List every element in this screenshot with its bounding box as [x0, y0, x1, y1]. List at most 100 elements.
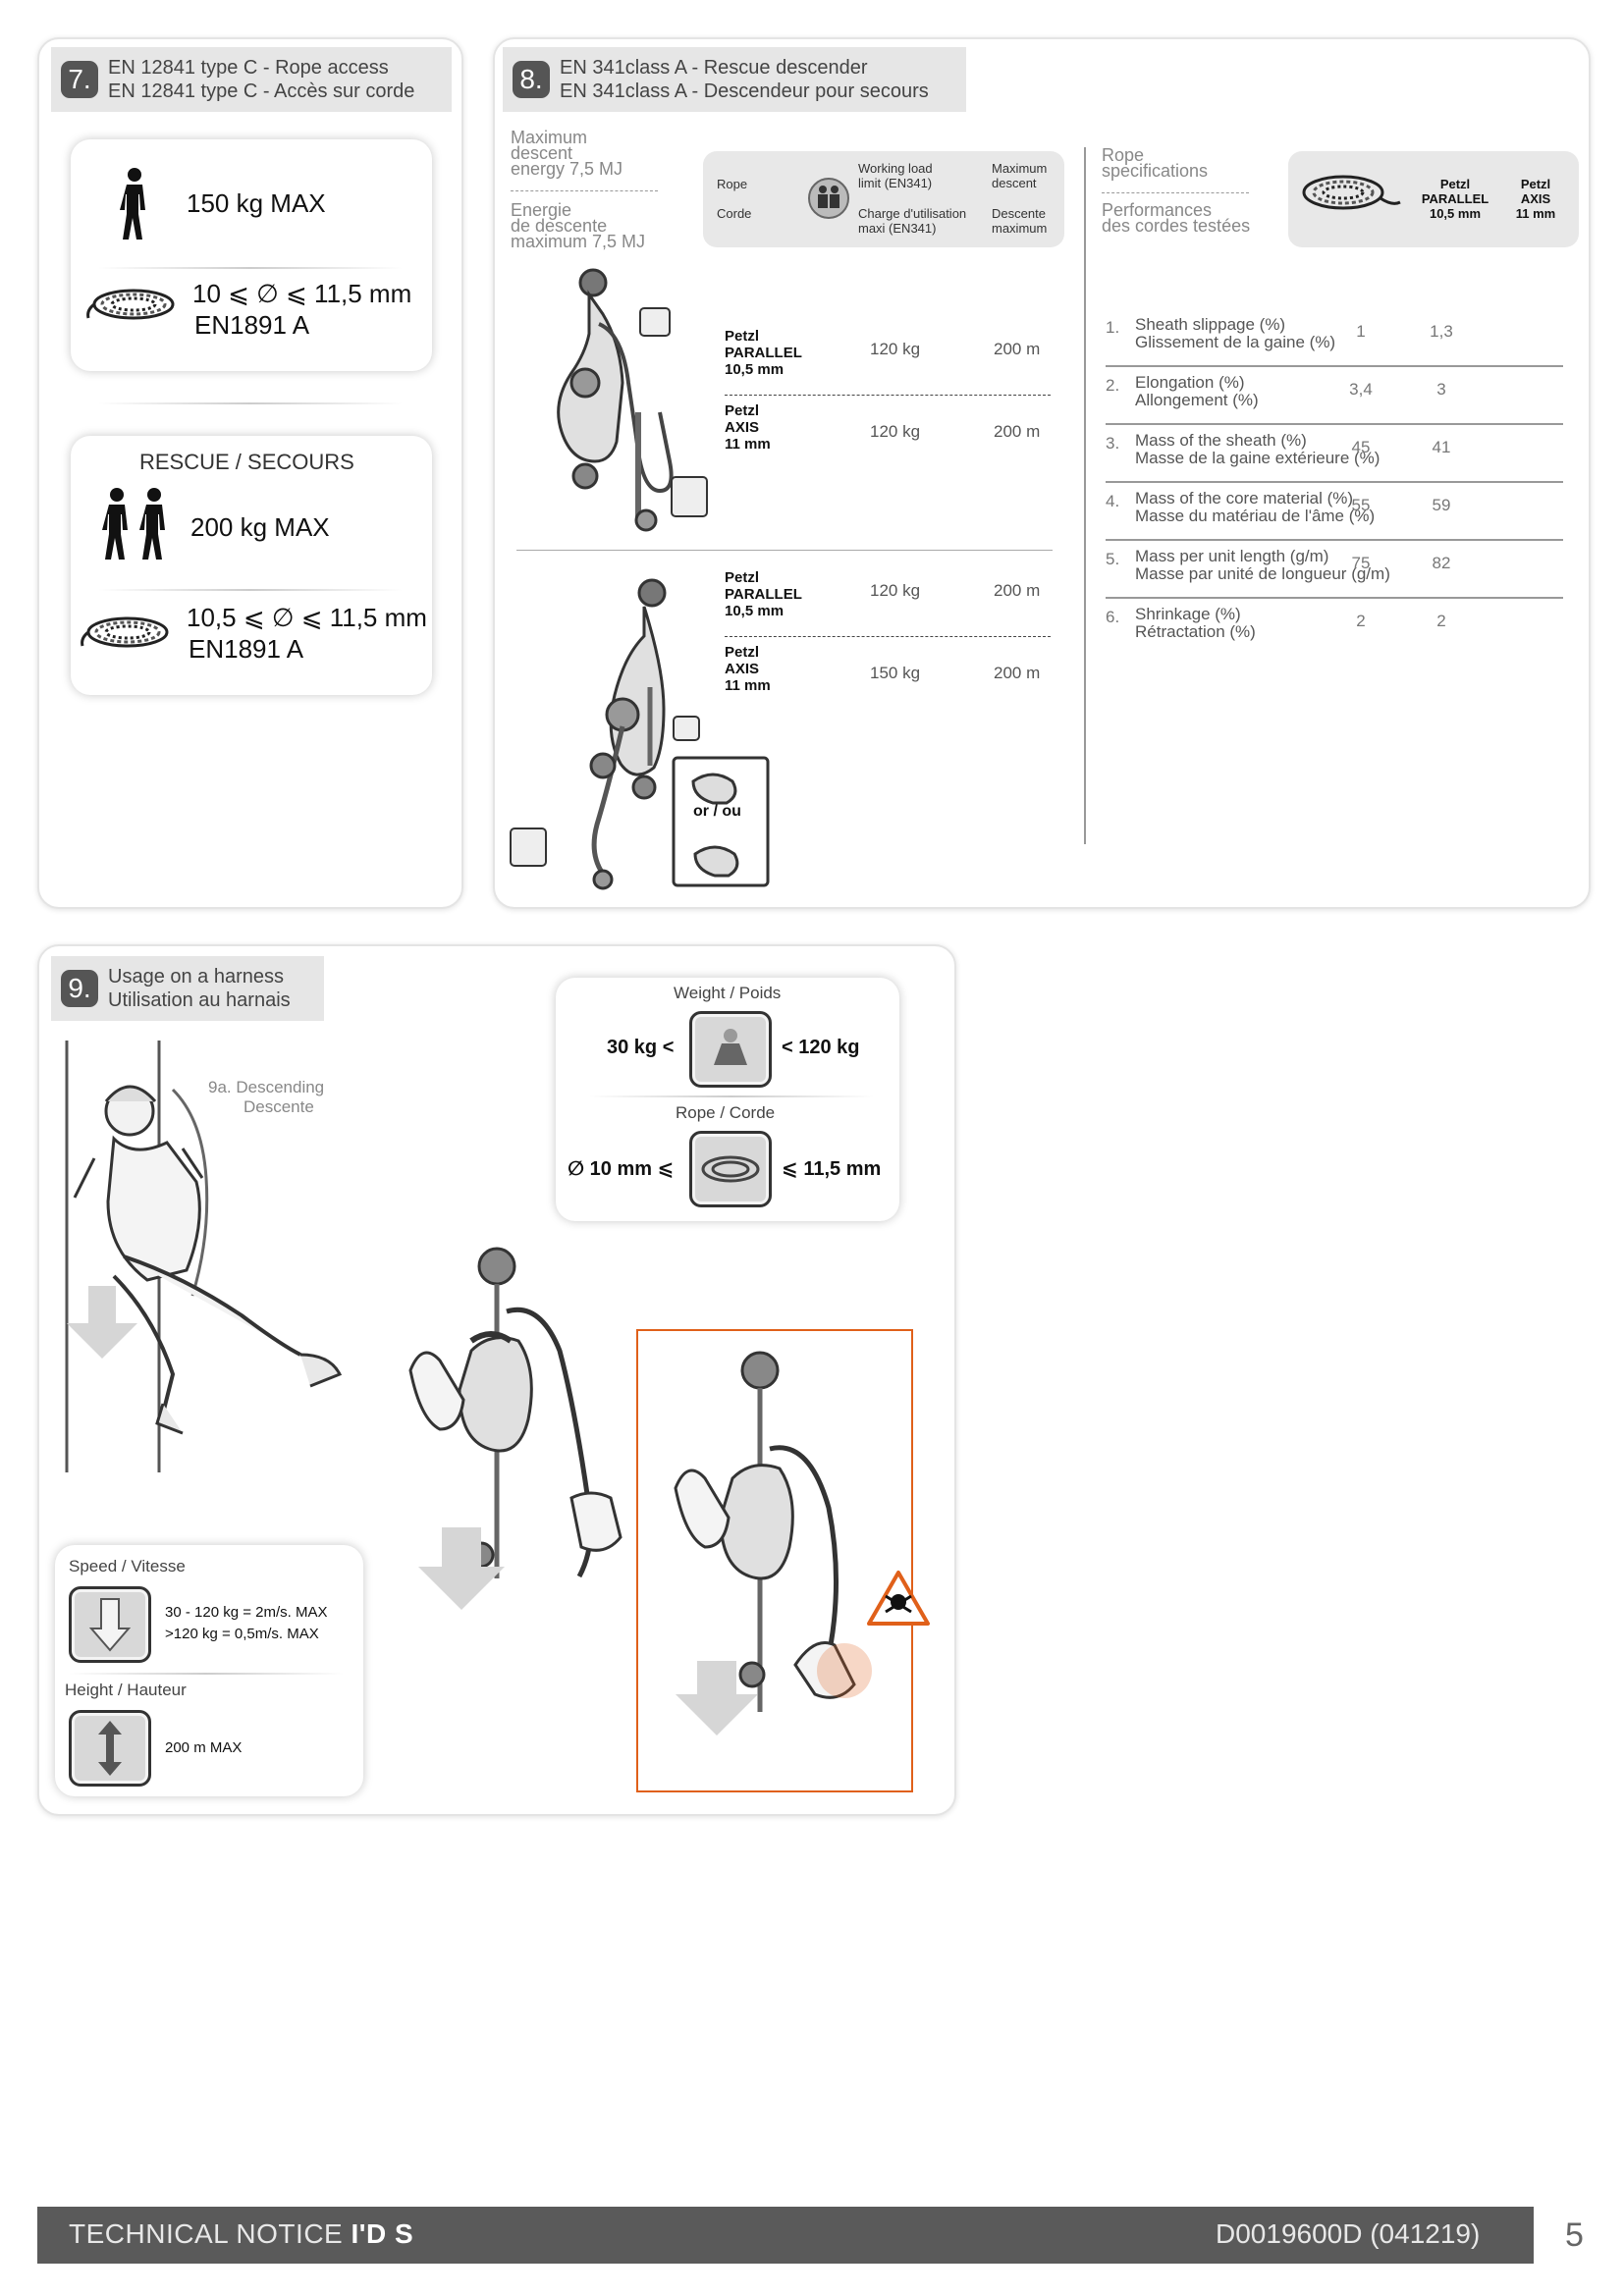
divider	[98, 589, 403, 591]
row-label-fr: Rétractation (%)	[1135, 622, 1256, 641]
rope-line: Petzl	[725, 328, 760, 345]
height-value: 200 m MAX	[165, 1739, 243, 1756]
section-title-en: Usage on a harness	[108, 966, 285, 988]
table-row: 3. Mass of the sheath (%)Masse de la gai…	[1106, 426, 1563, 483]
header-wll-fr: Charge d'utilisation maxi (EN341)	[858, 206, 966, 236]
col-line: Petzl	[1520, 177, 1551, 191]
section-number: 9.	[61, 970, 98, 1007]
rope-line: Petzl	[725, 644, 760, 661]
rescue-card	[71, 436, 432, 695]
rope-line: 10,5 mm	[725, 361, 785, 378]
value-axis: 82	[1432, 554, 1451, 572]
row-number: 6.	[1106, 608, 1120, 626]
energy-line: descent	[511, 143, 573, 163]
header-wll-en: Working load limit (EN341)	[858, 161, 933, 190]
divider	[1102, 192, 1249, 193]
spec-line: specifications	[1102, 161, 1209, 181]
value-axis: 1,3	[1430, 322, 1453, 341]
rope-coil-icon	[86, 289, 175, 320]
section-title-en: EN 341class A - Rescue descender	[560, 57, 868, 79]
value-axis: 3	[1436, 380, 1446, 399]
section-title-fr: EN 12841 type C - Accès sur corde	[108, 80, 415, 102]
rope-spec-en: Rope specifications	[1102, 145, 1209, 181]
row-number: 3.	[1106, 434, 1120, 453]
descent-value: 200 m	[994, 664, 1041, 682]
max-energy-fr: Energie de descente maximum 7,5 MJ	[511, 201, 646, 251]
rope-line: AXIS	[725, 419, 760, 436]
max-energy-en: Maximum descent energy 7,5 MJ	[511, 128, 623, 178]
col-line: 11 mm	[1515, 206, 1556, 221]
column-separator	[1084, 147, 1086, 844]
value-axis: 59	[1432, 496, 1451, 514]
rescue-label: RESCUE / SECOURS	[139, 450, 354, 474]
divider	[69, 1673, 344, 1675]
divider	[589, 1095, 874, 1097]
header-rope-fr: Corde	[717, 206, 752, 221]
energy-line: maximum 7,5 MJ	[511, 232, 646, 251]
value-axis: 2	[1436, 612, 1446, 630]
row-label-fr: Masse par unité de longueur (g/m)	[1135, 564, 1390, 583]
single-person-icon	[120, 168, 145, 240]
table-row: 1. Sheath slippage (%)Glissement de la g…	[1106, 310, 1563, 367]
rope-spec-header	[1288, 151, 1579, 247]
weight-load-icon	[689, 1011, 772, 1088]
divider	[725, 395, 1051, 396]
row-label-fr: Masse du matériau de l'âme (%)	[1135, 507, 1376, 525]
descent-line: descent	[992, 176, 1037, 190]
section-title-en: EN 12841 type C - Rope access	[108, 57, 389, 79]
wll-line: limit (EN341)	[858, 176, 933, 190]
load-value: 120 kg	[870, 422, 921, 441]
rescue-rope-diameter: 10,5 ⩽ ∅ ⩽ 11,5 mm	[187, 603, 427, 632]
rope-line: Petzl	[725, 569, 760, 586]
load-persons-icon	[808, 178, 849, 219]
divider	[725, 636, 1051, 637]
table-row: 2. Elongation (%)Allongement (%) 3,4 3	[1106, 368, 1563, 425]
row-number: 1.	[1106, 318, 1120, 337]
speed-rule-2: >120 kg = 0,5m/s. MAX	[165, 1626, 319, 1642]
rope-name-axis: Petzl AXIS 11 mm	[725, 402, 771, 453]
speed-label: Speed / Vitesse	[69, 1557, 186, 1575]
spec-line: des cordes testées	[1102, 216, 1251, 236]
col-header-axis: Petzl AXIS 11 mm	[1506, 177, 1565, 221]
energy-line: Maximum	[511, 128, 588, 147]
value-parallel: 2	[1356, 612, 1366, 630]
value-axis: 41	[1432, 438, 1451, 456]
value-parallel: 3,4	[1349, 380, 1373, 399]
descender-hand-illustration	[408, 1247, 623, 1610]
rope-coil-icon	[81, 616, 169, 648]
load-value: 120 kg	[870, 340, 921, 358]
danger-warning-icon	[867, 1571, 930, 1626]
descent-value: 200 m	[994, 340, 1041, 358]
rope-line: PARALLEL	[725, 345, 802, 361]
access-rope-standard: EN1891 A	[194, 310, 310, 340]
wll-line: maxi (EN341)	[858, 221, 937, 236]
table-header	[703, 151, 1064, 247]
document-reference: D0019600D (041219)	[1216, 2218, 1481, 2249]
row-label-fr: Allongement (%)	[1135, 391, 1259, 409]
divider	[98, 267, 403, 269]
or-label: or / ou	[693, 803, 741, 820]
incorrect-use-frame	[636, 1329, 913, 1792]
wll-line: Working load	[858, 161, 933, 176]
table-row: 5. Mass per unit length (g/m)Masse par u…	[1106, 542, 1563, 599]
speed-rule-1: 30 - 120 kg = 2m/s. MAX	[165, 1604, 328, 1621]
product-name: I'D S	[351, 2218, 414, 2249]
weight-max: < 120 kg	[782, 1037, 860, 1058]
descent-value: 200 m	[994, 422, 1041, 441]
header-rope-en: Rope	[717, 177, 748, 191]
descent-line: maximum	[992, 221, 1048, 236]
row-label-en: Mass per unit length (g/m)	[1135, 547, 1329, 565]
col-line: AXIS	[1520, 191, 1551, 206]
sub-caption: 9a. Descending Descente	[208, 1078, 324, 1117]
descender-pulley-illustration	[510, 578, 770, 890]
spec-line: Rope	[1102, 145, 1145, 165]
col-line: 10,5 mm	[1429, 206, 1482, 221]
section-title-fr: EN 341class A - Descendeur pour secours	[560, 80, 929, 102]
footer-bar	[37, 2207, 1534, 2264]
weight-min: 30 kg <	[607, 1037, 675, 1058]
rope-line: 11 mm	[725, 677, 771, 694]
access-rope-diameter: 10 ⩽ ∅ ⩽ 11,5 mm	[192, 279, 412, 308]
row-label-fr: Masse de la gaine extérieure (%)	[1135, 449, 1380, 467]
rope-name-axis: Petzl AXIS 11 mm	[725, 644, 771, 694]
row-number: 5.	[1106, 550, 1120, 568]
